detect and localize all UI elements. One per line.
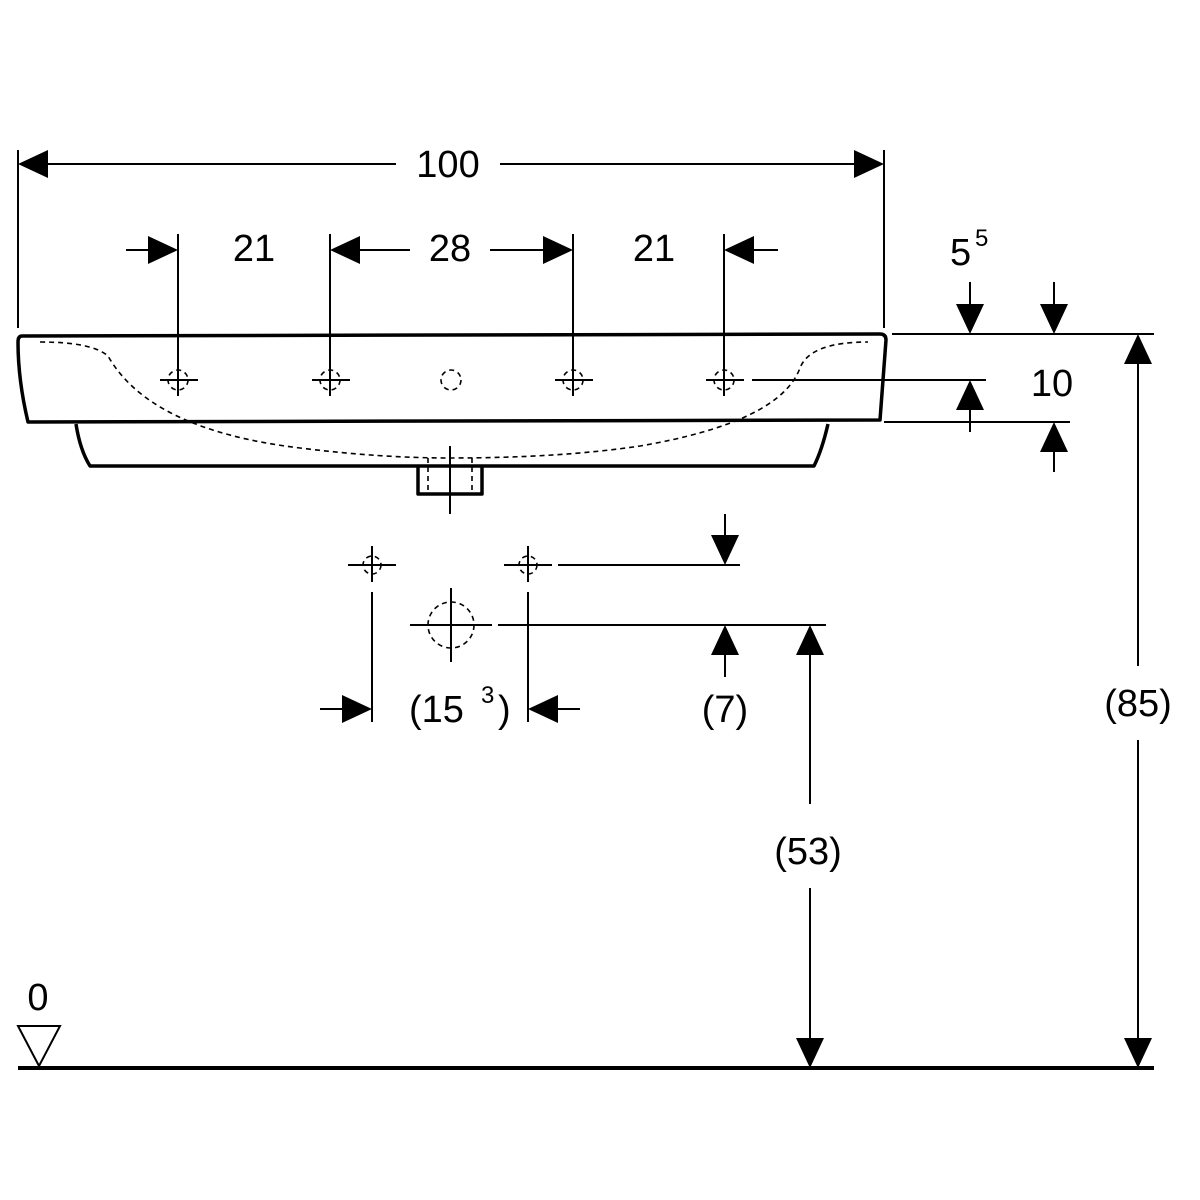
label-tap-spacing-right: 21 <box>633 228 675 270</box>
dim-overall-width <box>17 150 885 328</box>
waste-pipe <box>410 588 492 662</box>
label-tap-spacing-center: 28 <box>429 228 471 270</box>
dim-tap-spacing <box>126 234 778 366</box>
overflow-hole <box>440 369 462 391</box>
dim-supply-spacing <box>320 592 580 723</box>
label-drain-height: (53) <box>774 831 842 873</box>
supply-pipe-left <box>348 546 396 582</box>
tap-hole-4 <box>706 366 744 396</box>
dim-drain-height <box>796 625 824 1068</box>
label-rim-offset-sup: 5 <box>975 225 988 252</box>
label-floor-level: 0 <box>27 977 48 1019</box>
floor-level-marker-icon <box>16 1025 62 1069</box>
tap-hole-3 <box>555 366 593 396</box>
label-rim-offset: 5 <box>950 232 971 274</box>
supply-pipe-right <box>504 546 552 582</box>
label-rim-height: (85) <box>1104 683 1172 725</box>
label-supply-spacing: (15 <box>409 689 464 731</box>
label-tap-spacing-left: 21 <box>233 228 275 270</box>
basin-outline <box>16 332 888 496</box>
tap-hole-1 <box>160 366 198 396</box>
dim-rim-height <box>1124 334 1152 1068</box>
label-rim-thickness: 10 <box>1031 363 1073 405</box>
tap-hole-2 <box>312 366 350 396</box>
dim-supply-offset <box>498 514 826 677</box>
label-overall-width: 100 <box>416 144 479 186</box>
bowl-hidden-outline <box>39 341 869 492</box>
label-supply-offset: (7) <box>702 689 748 731</box>
label-supply-spacing-close: ) <box>498 689 511 731</box>
label-supply-spacing-sup: 3 <box>481 682 494 709</box>
dim-rim-thickness <box>752 379 1070 472</box>
dim-rim-offset <box>892 282 1154 335</box>
